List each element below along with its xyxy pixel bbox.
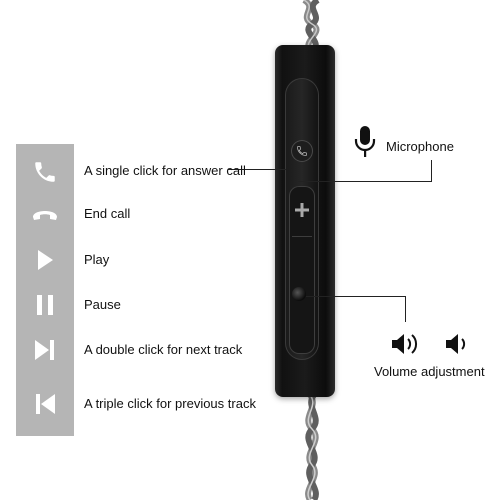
next-track-icon <box>16 335 74 365</box>
phone-hangup-icon <box>16 200 74 230</box>
pause-icon <box>16 290 74 320</box>
leader-line-volume-v <box>405 296 406 322</box>
function-label-previous-track: A triple click for previous track <box>84 396 256 411</box>
function-label-answer-call: A single click for answer call <box>84 163 246 178</box>
leader-line-mic-v <box>431 160 432 182</box>
microphone-icon <box>354 126 376 157</box>
function-label-end-call: End call <box>84 206 131 221</box>
function-icon-strip <box>16 144 74 436</box>
call-button[interactable] <box>291 140 313 162</box>
volume-rocker-divider <box>292 236 312 237</box>
phone-answer-icon <box>16 157 74 187</box>
microphone-hole <box>292 287 306 301</box>
volume-down-icon <box>446 334 466 354</box>
volume-up-icon <box>392 334 418 354</box>
volume-label: Volume adjustment <box>374 364 485 379</box>
leader-line-volume-h <box>306 296 406 297</box>
leader-line-call <box>228 169 286 170</box>
cable-top <box>302 0 320 50</box>
phone-small-icon <box>297 146 307 156</box>
function-label-play: Play <box>84 252 110 267</box>
function-label-pause: Pause <box>84 297 121 312</box>
cable-bottom <box>305 393 319 500</box>
play-icon <box>16 245 74 275</box>
microphone-label: Microphone <box>386 139 454 154</box>
volume-plus-icon <box>295 203 309 217</box>
function-label-next-track: A double click for next track <box>84 342 243 357</box>
previous-track-icon <box>16 389 74 419</box>
leader-line-mic-h <box>298 181 432 182</box>
